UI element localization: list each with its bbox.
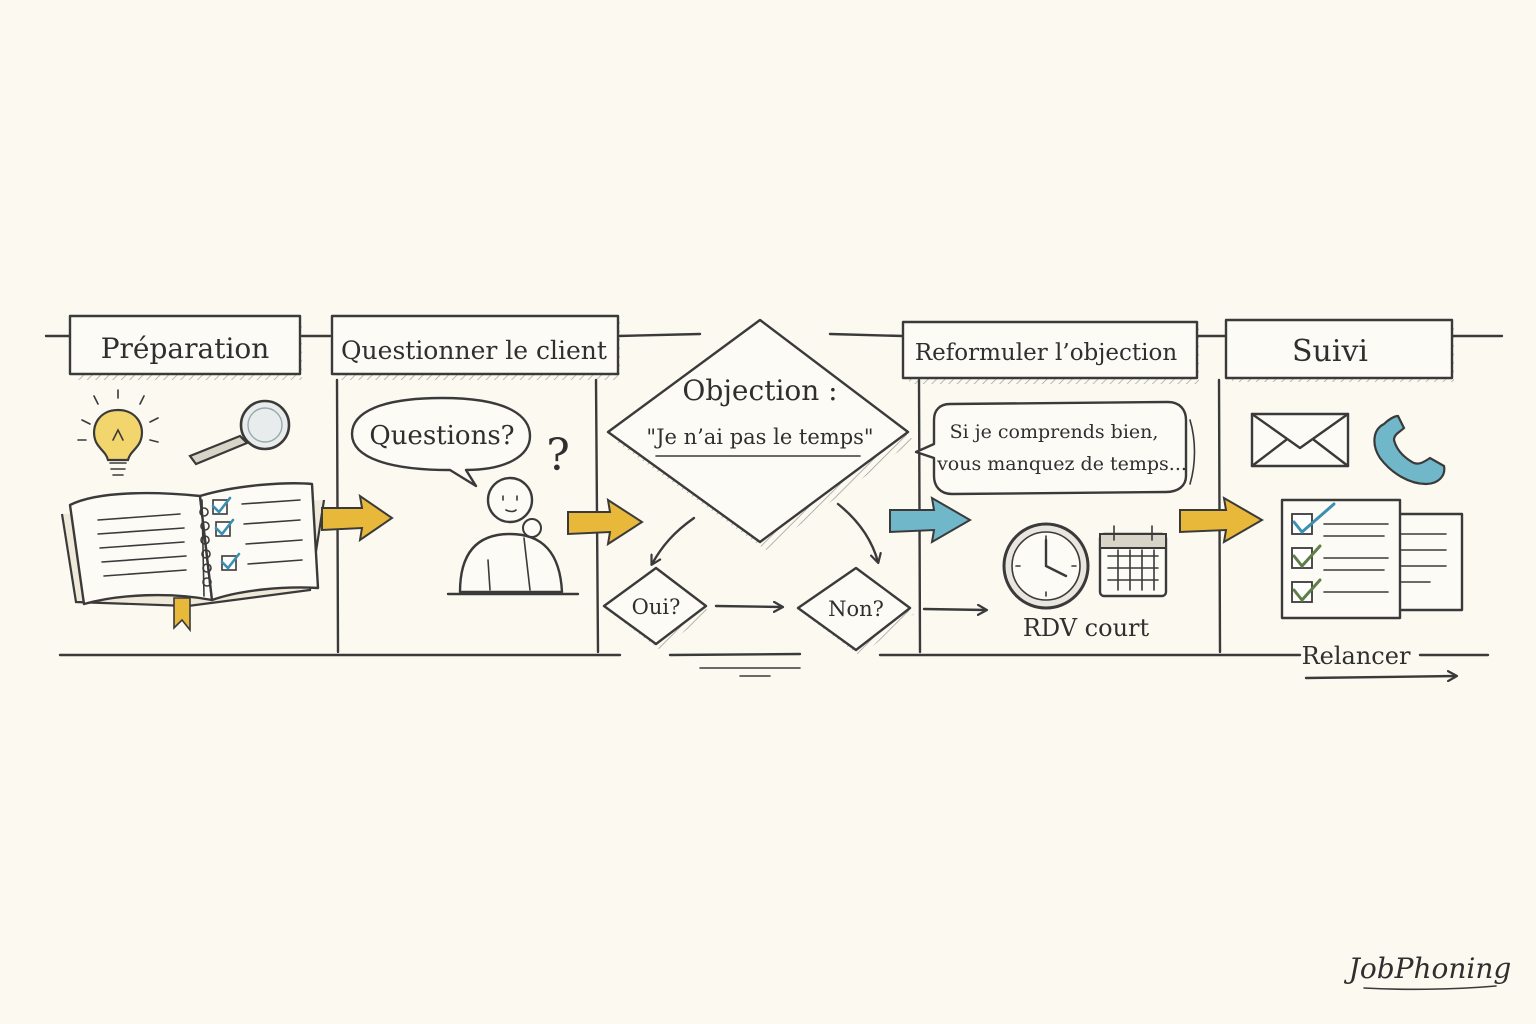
reformulate-speech-bubble: Si je comprends bien, vous manquez de te…	[914, 400, 1196, 496]
phone-icon	[1373, 414, 1446, 486]
objection-title: Objection :	[682, 374, 837, 407]
branch-arrow-no	[836, 502, 878, 562]
clock-icon	[1002, 522, 1090, 610]
no-label: Non?	[828, 597, 884, 621]
brand-logo: JobPhoning	[1344, 952, 1512, 991]
brand-name: JobPhoning	[1344, 952, 1512, 985]
envelope-icon	[1250, 412, 1350, 468]
objection-quote: "Je n’ai pas le temps"	[646, 425, 873, 449]
stage-header-reformulate: Reformuler l’objection	[901, 320, 1199, 384]
no-to-meeting-arrow	[922, 609, 986, 610]
questions-bubble-text: Questions?	[369, 421, 514, 451]
stage-title-preparation: Préparation	[101, 332, 270, 365]
magnifier-icon	[188, 399, 291, 466]
stage-header-questioning: Questionner le client	[330, 314, 620, 380]
person-thinking-icon	[446, 476, 580, 596]
yes-label: Oui?	[632, 595, 681, 619]
lightbulb-icon	[77, 389, 159, 476]
yes-decision-diamond: Oui?	[602, 566, 710, 650]
follow-up-action-label: Relancer	[1302, 642, 1411, 670]
reformulate-line-1: Si je comprends bien,	[950, 421, 1159, 443]
question-mark-icon: ?	[546, 430, 570, 481]
transition-arrow-3	[889, 496, 972, 544]
checklist-icon	[1280, 498, 1464, 620]
yes-to-no-arrow	[714, 606, 782, 607]
follow-up-arrow	[1304, 676, 1456, 678]
transition-arrow-4	[1179, 496, 1264, 544]
stage-title-follow-up: Suivi	[1292, 334, 1368, 369]
objection-decision-diamond: Objection : "Je n’ai pas le temps"	[606, 318, 914, 550]
stage-title-reformulate: Reformuler l’objection	[915, 340, 1177, 366]
calendar-icon	[1098, 525, 1168, 598]
branch-arrow-yes	[652, 516, 696, 564]
lane-frame	[44, 332, 1504, 677]
no-decision-diamond: Non?	[796, 566, 914, 656]
transition-arrow-2	[567, 497, 644, 547]
stage-header-follow-up: Suivi	[1224, 318, 1454, 382]
notebook-icon	[60, 482, 326, 633]
questions-speech-bubble: Questions?	[350, 396, 532, 488]
stage-header-preparation: Préparation	[68, 314, 302, 380]
reformulate-line-2: vous manquez de temps...	[936, 453, 1187, 475]
short-meeting-label: RDV court	[1023, 614, 1150, 642]
transition-arrow-1	[321, 493, 394, 543]
stage-title-questioning: Questionner le client	[341, 336, 607, 365]
